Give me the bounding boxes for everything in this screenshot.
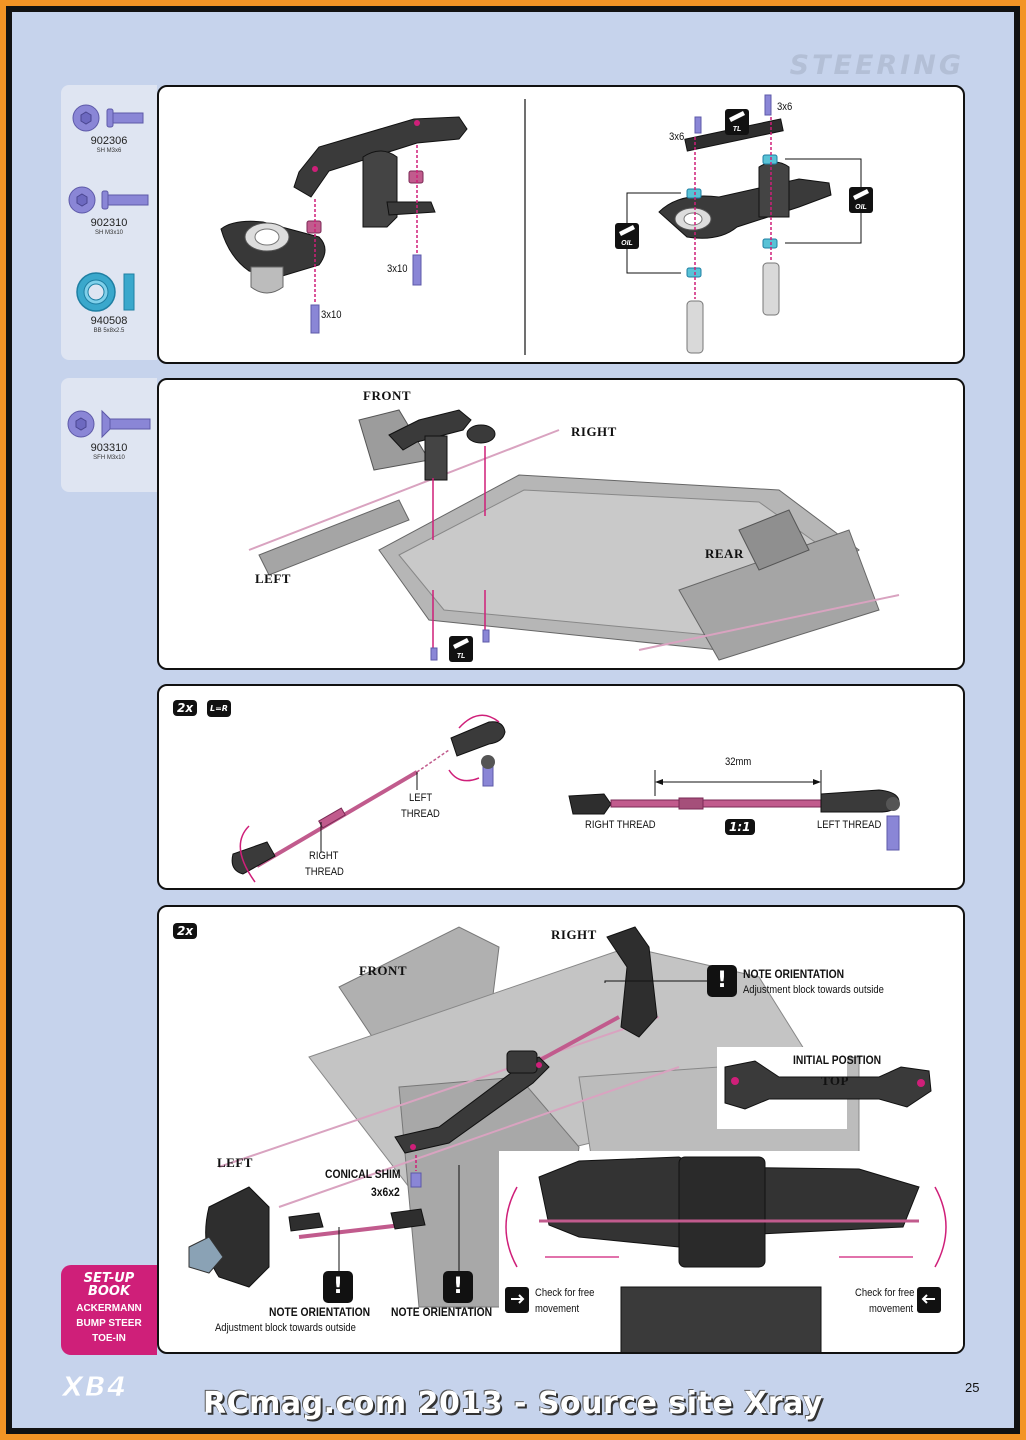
socket-head-screw-icon	[68, 186, 149, 214]
flat-head-screw-icon	[67, 409, 151, 439]
part-code: 940508	[90, 315, 128, 327]
part-desc: SH M3x6	[96, 148, 122, 154]
direction-label-rear: REAR	[705, 546, 744, 561]
left-equals-right-badge: L=R	[207, 700, 231, 717]
right-thread-label: THREAD	[305, 866, 344, 878]
check-free-movement-icon	[917, 1287, 941, 1313]
step-2-illustration: TL	[248, 409, 900, 662]
screw-label: 3x10	[321, 309, 342, 321]
note-orientation-title: NOTE ORIENTATION	[391, 1305, 493, 1319]
setup-book-title: BOOK	[87, 1284, 131, 1299]
ball-bearing-icon	[76, 272, 135, 312]
left-thread-label: LEFT	[409, 792, 433, 804]
right-thread-label: RIGHT	[309, 850, 339, 862]
direction-label-front: FRONT	[359, 963, 407, 978]
check-free-movement-label: Check for free	[535, 1287, 595, 1299]
setup-item-toe-in: TOE-IN	[92, 1333, 126, 1344]
part-902310: 902310 SH M3x10	[61, 185, 157, 237]
part-desc: SH M3x10	[94, 230, 123, 236]
quantity-badge: 2x	[173, 700, 198, 716]
step-1-steering-assembly: OIL OIL TL 3x10 3x10 3x6 3x6	[157, 85, 965, 364]
manual-page: STEERING 902306 SH M3x6 902310 SH M3x10	[12, 12, 1014, 1428]
part-940508: 940508 BB 5x8x2.5	[61, 271, 157, 335]
top-label: TOP	[821, 1073, 849, 1088]
svg-text:OIL: OIL	[621, 240, 633, 247]
part-code: 903310	[90, 442, 128, 454]
direction-label-left: LEFT	[217, 1155, 253, 1170]
note-orientation-title: NOTE ORIENTATION	[743, 967, 845, 981]
warning-icon: !	[707, 965, 737, 997]
initial-position-label: INITIAL POSITION	[793, 1053, 882, 1067]
page-number: 25	[965, 1380, 980, 1395]
direction-label-front: FRONT	[363, 388, 411, 403]
dimension-label: 32mm	[725, 756, 752, 768]
part-903310: 903310 SFH M3x10	[61, 408, 157, 462]
right-thread-label: RIGHT THREAD	[585, 819, 656, 831]
setup-item-bump-steer: BUMP STEER	[76, 1318, 142, 1329]
part-desc: BB 5x8x2.5	[93, 328, 125, 334]
step-3-illustration	[231, 714, 900, 883]
oil-icon: OIL	[615, 223, 639, 249]
part-desc: SFH M3x10	[93, 455, 125, 461]
section-title: STEERING	[789, 50, 964, 81]
svg-text:TL: TL	[457, 653, 466, 660]
svg-text:TL: TL	[733, 126, 742, 133]
note-orientation-subtitle: Adjustment block towards outside	[215, 1322, 356, 1334]
setup-book-title: SET-UP	[83, 1271, 135, 1286]
parts-list-step-2: 903310 SFH M3x10	[61, 378, 157, 492]
svg-text:OIL: OIL	[855, 204, 867, 211]
threadlock-icon: TL	[449, 636, 473, 662]
xb4-logo: XB4	[61, 1370, 128, 1404]
direction-label-left: LEFT	[255, 571, 291, 586]
warning-icon: !	[443, 1271, 473, 1303]
screw-label: 3x10	[387, 263, 408, 275]
step-3-steering-links: 2x L=R	[157, 684, 965, 890]
left-thread-label: LEFT THREAD	[817, 819, 882, 831]
quantity-badge: 2x	[173, 923, 198, 939]
left-thread-label: THREAD	[401, 808, 440, 820]
conical-shim-label: CONICAL SHIM	[325, 1167, 401, 1181]
screw-label: 3x6	[777, 101, 793, 113]
check-free-movement-icon	[505, 1287, 529, 1313]
step-2-chassis-mounting: TL FRONT RIGHT REAR LEFT	[157, 378, 965, 670]
threadlock-icon: TL	[725, 109, 749, 135]
part-902306: 902306 SH M3x6	[61, 103, 157, 155]
check-free-movement-label: Check for free	[855, 1287, 915, 1299]
parts-list-step-1: 902306 SH M3x6 902310 SH M3x10 940508 BB…	[61, 85, 157, 360]
warning-icon: !	[323, 1271, 353, 1303]
socket-head-screw-icon	[72, 104, 144, 132]
check-free-movement-label: movement	[869, 1303, 914, 1315]
direction-label-right: RIGHT	[551, 927, 597, 942]
direction-label-right: RIGHT	[571, 424, 617, 439]
oil-icon: OIL	[849, 187, 873, 213]
step-4-link-installation: 2x	[157, 905, 965, 1354]
watermark: RCmag.com 2013 - Source site Xray	[203, 1386, 823, 1421]
setup-book-tab[interactable]: SET-UP BOOK ACKERMANN BUMP STEER TOE-IN	[61, 1265, 157, 1355]
part-code: 902310	[90, 217, 128, 229]
step-4-illustration	[188, 926, 963, 1352]
note-orientation-subtitle: Adjustment block towards outside	[743, 984, 884, 996]
setup-item-ackermann: ACKERMANN	[76, 1303, 142, 1314]
part-code: 902306	[90, 135, 128, 147]
step-1-illustration: OIL OIL TL	[220, 94, 873, 355]
note-orientation-title: NOTE ORIENTATION	[269, 1305, 371, 1319]
screw-label: 3x6	[669, 131, 685, 143]
check-free-movement-label: movement	[535, 1303, 580, 1315]
scale-badge: 1:1	[725, 819, 755, 835]
conical-shim-size: 3x6x2	[371, 1185, 400, 1199]
